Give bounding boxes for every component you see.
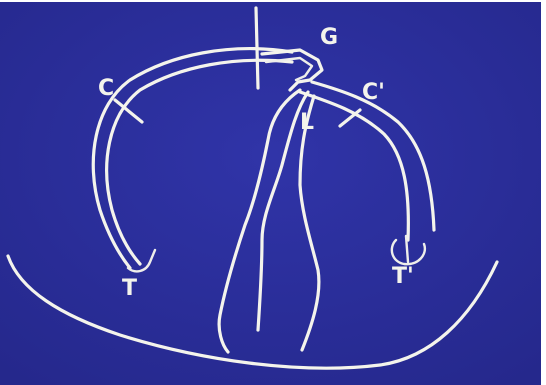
label-c: C: [98, 78, 114, 100]
label-l: L: [300, 112, 314, 134]
label-g: G: [320, 27, 338, 49]
label-t-prime: T': [392, 266, 414, 288]
label-t: T: [122, 278, 137, 300]
label-c-prime: C': [362, 82, 385, 104]
